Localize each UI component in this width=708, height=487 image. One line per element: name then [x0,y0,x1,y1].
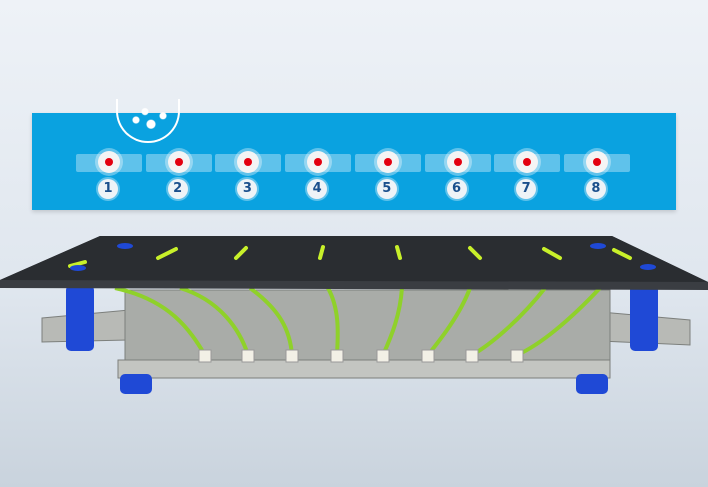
channel-number: 5 [376,179,397,199]
channel-number: 1 [98,179,118,199]
led-indicator-icon [516,151,539,173]
led-indicator-icon [446,151,469,173]
control-panel: 1 2 3 4 5 6 7 8 [32,99,676,210]
led-indicator-icon [376,151,399,173]
led-indicator-icon [98,151,120,173]
led-indicator-icon [167,151,190,173]
channel-number: 6 [446,179,467,199]
channel-number: 2 [167,179,188,199]
board [0,236,708,290]
channel-number: 8 [585,179,606,199]
led-indicator-icon [585,151,608,173]
led-indicator-icon [307,151,330,173]
bracket [41,289,691,379]
channel-number: 7 [516,179,537,199]
mounting-posts [66,285,658,394]
wire-nuts [198,349,524,363]
channel-number: 4 [307,179,328,199]
led-indicator-icon [237,151,260,173]
channel-number: 3 [237,179,258,199]
logo [116,99,180,143]
